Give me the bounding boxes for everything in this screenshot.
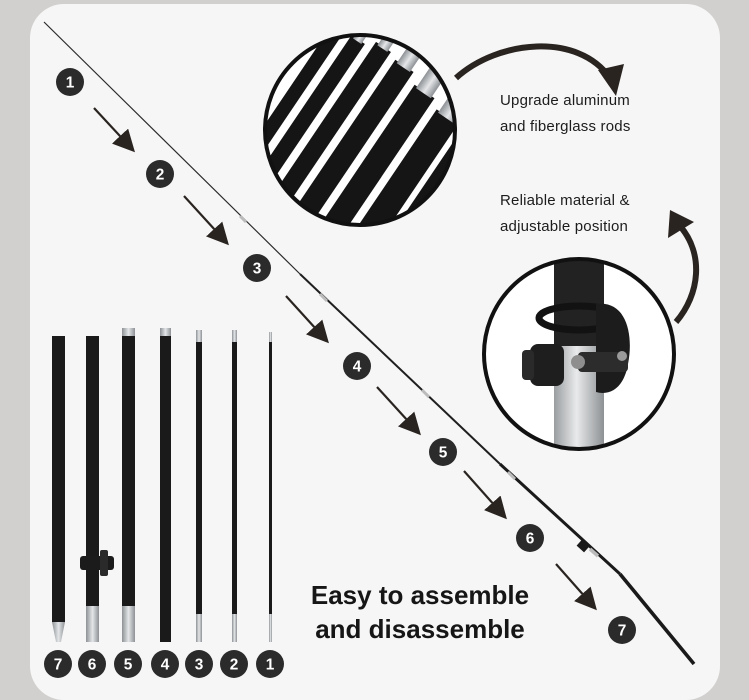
badge-number: 1 (66, 74, 75, 91)
step-badge-1: 1 (56, 68, 84, 96)
step-badge-7: 7 (608, 616, 636, 644)
assembly-headline: Easy to assemble and disassemble (310, 580, 530, 644)
rod-segment-3 (196, 342, 202, 614)
assembled-pole (43, 21, 696, 666)
rod-badge-6: 6 (78, 650, 106, 678)
rod-badge-2: 2 (220, 650, 248, 678)
badge-number: 4 (161, 656, 170, 673)
badge-number: 5 (439, 444, 448, 461)
rod-segment-4 (160, 336, 171, 642)
rod-badges: 7 6 5 4 3 2 1 (44, 650, 284, 678)
rod-segment-1 (269, 342, 272, 614)
clamp-callout-text: Reliable material & adjustable position (500, 192, 630, 235)
step-badge-6: 6 (516, 524, 544, 552)
clamp-zoom (482, 257, 676, 451)
step-arrow (555, 563, 597, 611)
assembly-illustration: 1 2 3 4 5 6 7 (43, 21, 700, 678)
step-arrow (285, 295, 329, 344)
badge-number: 4 (353, 358, 362, 375)
badge-number: 3 (195, 656, 204, 673)
step-badge-5: 5 (429, 438, 457, 466)
product-image-card: 1 2 3 4 5 6 7 (30, 4, 720, 700)
badge-number: 7 (54, 656, 63, 673)
step-arrow (93, 107, 135, 153)
step-badge-2: 2 (146, 160, 174, 188)
rod-segment-6 (86, 336, 99, 606)
badge-number: 2 (156, 166, 165, 183)
rod-segment-2 (232, 342, 237, 614)
rod-badge-1: 1 (256, 650, 284, 678)
clamp-callout-arrowhead (668, 210, 694, 238)
step-arrows (93, 107, 597, 611)
badge-number: 2 (230, 656, 239, 673)
rod-segments (52, 328, 272, 642)
badge-number: 7 (618, 622, 627, 639)
step-badge-3: 3 (243, 254, 271, 282)
rods-callout-text: Upgrade aluminum and fiberglass rods (500, 92, 631, 135)
step-arrow (183, 195, 229, 246)
rod-tips-zoom (263, 33, 457, 227)
badge-number: 6 (526, 530, 535, 547)
badge-number: 5 (124, 656, 133, 673)
badge-number: 1 (266, 656, 275, 673)
rod-badge-5: 5 (114, 650, 142, 678)
step-arrow (376, 386, 421, 436)
clamp-callout-arrow (673, 224, 700, 324)
rod-segment-5 (122, 336, 135, 606)
rod-badge-7: 7 (44, 650, 72, 678)
rod-segment-7 (52, 336, 65, 622)
badge-number: 6 (88, 656, 97, 673)
rod-badge-3: 3 (185, 650, 213, 678)
badge-number: 3 (253, 260, 262, 277)
rod-badge-4: 4 (151, 650, 179, 678)
step-badges: 1 2 3 4 5 6 7 (56, 68, 636, 644)
rods-callout-arrow (453, 43, 613, 81)
step-arrow (463, 470, 507, 520)
rods-callout-arrowhead (598, 64, 624, 96)
step-badge-4: 4 (343, 352, 371, 380)
